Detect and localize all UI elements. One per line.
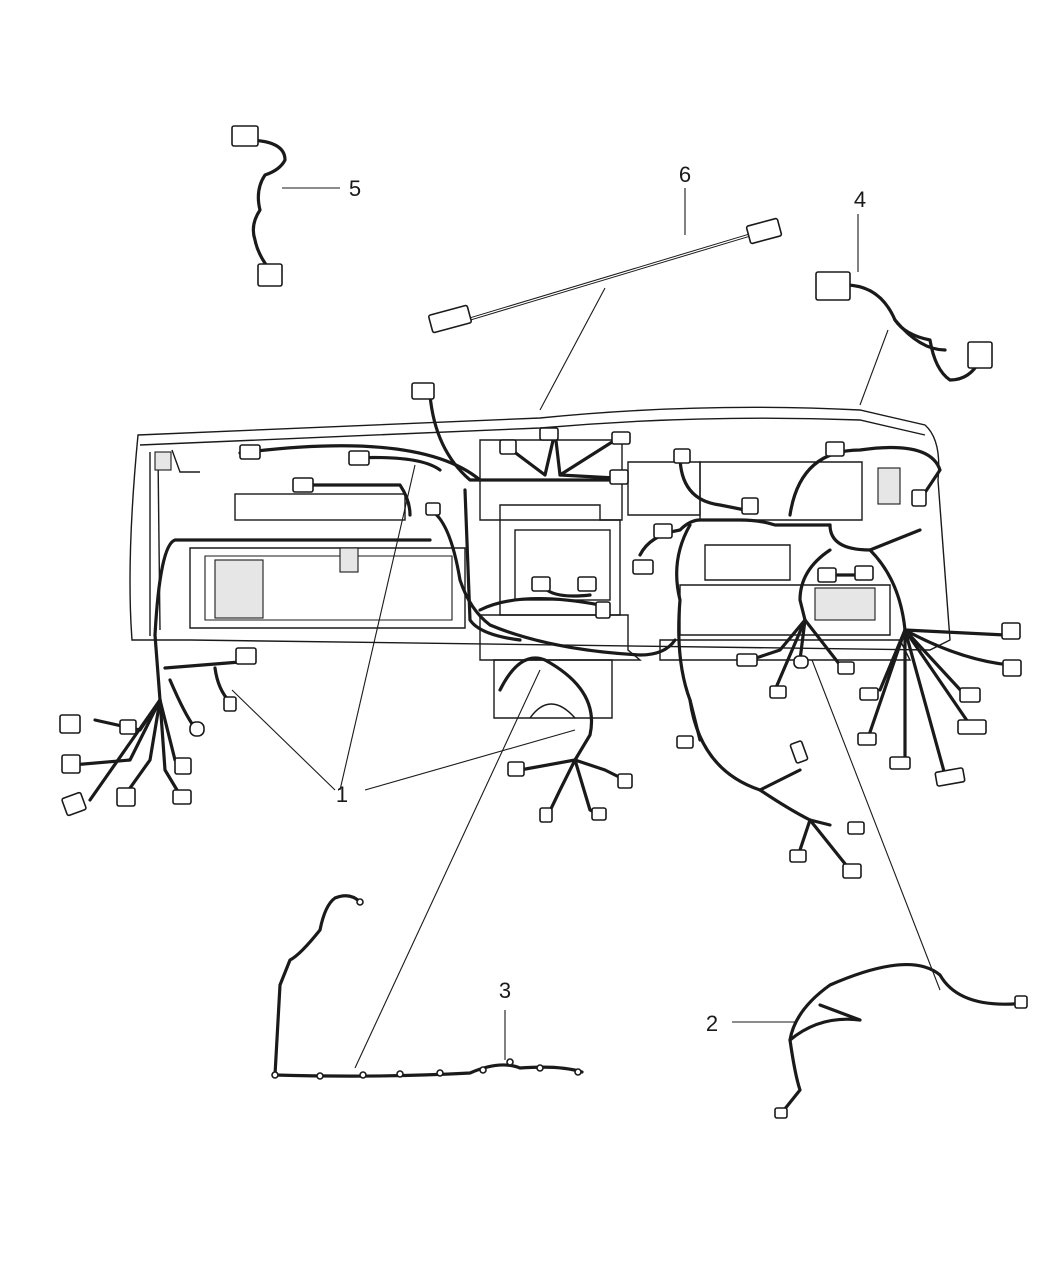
callout-number-4: 4	[854, 187, 866, 212]
harness-3	[271, 894, 584, 1080]
harness-4	[815, 271, 993, 382]
harness-6	[428, 217, 783, 334]
harness-2	[774, 962, 1028, 1119]
callout-number-3: 3	[499, 978, 511, 1003]
leader-lines	[231, 187, 941, 1069]
callout-number-6: 6	[679, 162, 691, 187]
harness-5	[231, 125, 287, 287]
callout-number-5: 5	[349, 176, 361, 201]
callout-number-2: 2	[706, 1011, 718, 1036]
callout-labels: 1 2 3 4 5 6	[336, 162, 866, 1036]
instrument-panel-outline	[129, 406, 951, 719]
callout-number-1: 1	[336, 782, 348, 807]
harness-main	[59, 382, 1022, 879]
